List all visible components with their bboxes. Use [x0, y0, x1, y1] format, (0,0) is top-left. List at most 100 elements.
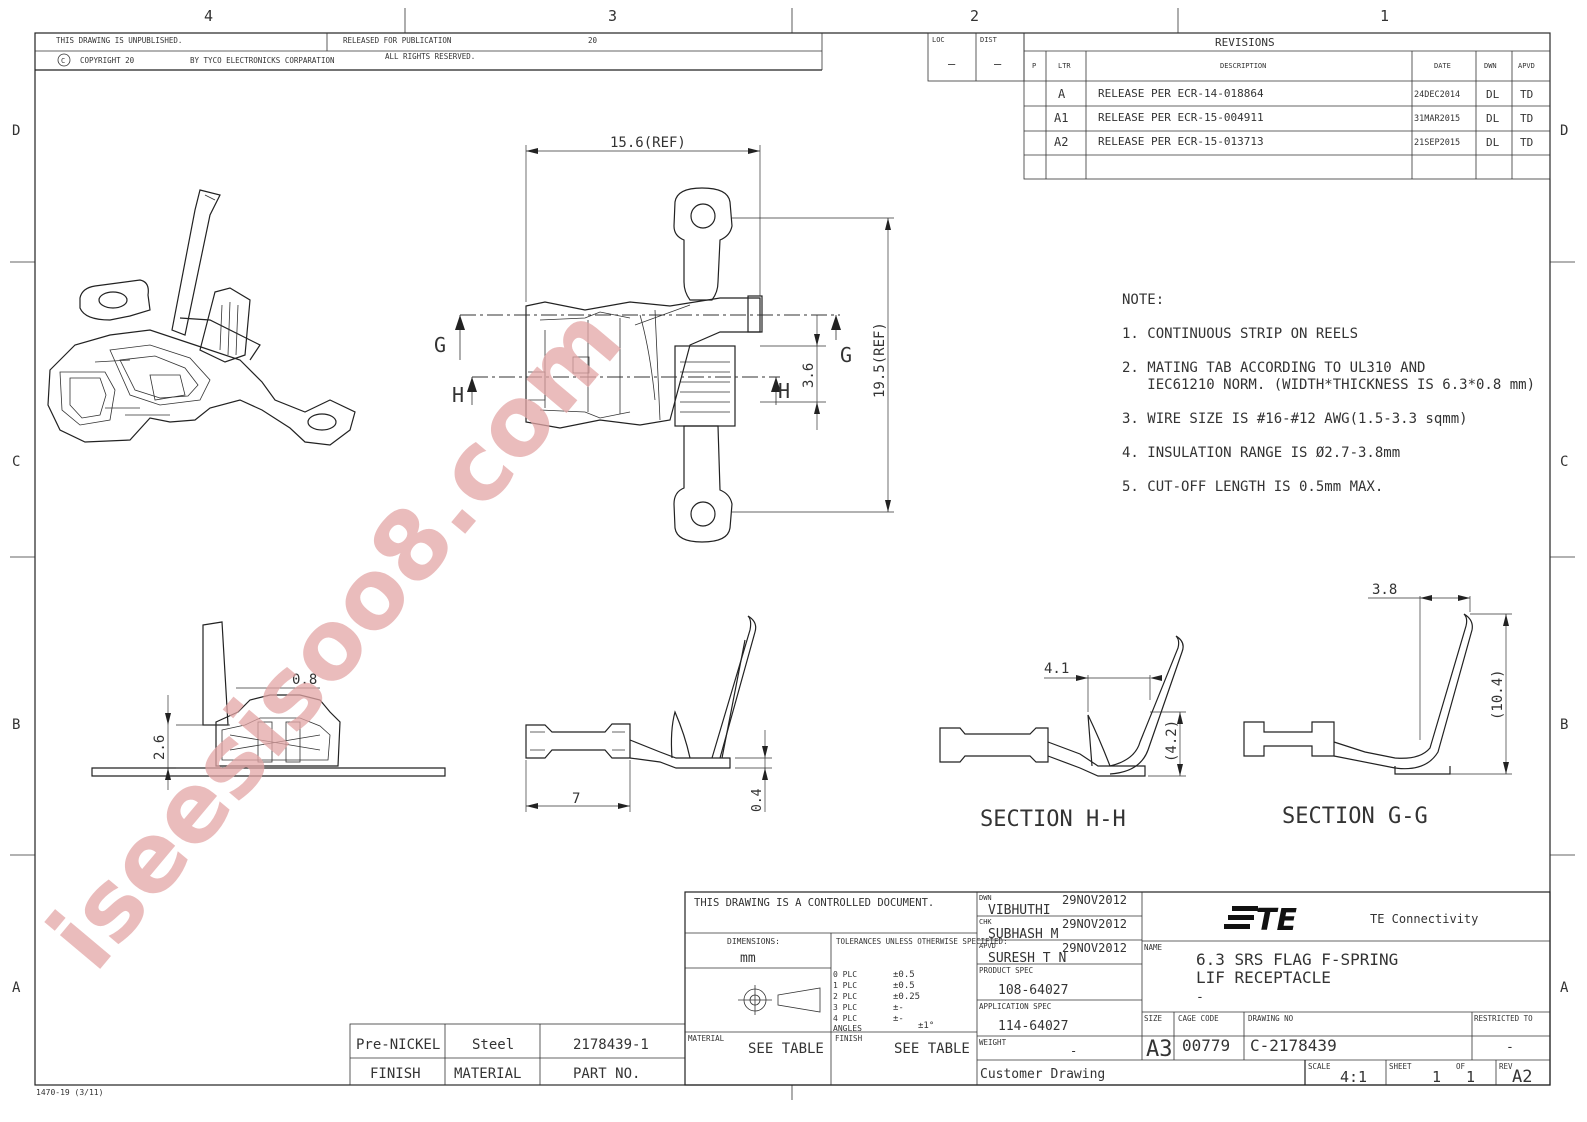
dimension-width-ref: 15.6(REF)	[525, 135, 761, 302]
rev-label: REV	[1499, 1062, 1513, 1071]
weight-value: -	[1070, 1044, 1077, 1058]
name-line2: LIF RECEPTACLE	[1196, 968, 1331, 987]
of-value: 1	[1466, 1068, 1475, 1086]
app-spec-label: APPLICATION SPEC	[979, 1002, 1051, 1011]
chk-name: SUBHASH M	[988, 927, 1059, 942]
tol-plc: 3 PLC	[833, 1003, 857, 1012]
note-item: IEC61210 NORM. (WIDTH*THICKNESS IS 6.3*0…	[1122, 377, 1535, 393]
angles-value: ±1°	[918, 1021, 934, 1031]
dwn-name: VIBHUTHI	[988, 903, 1051, 918]
tolerances-title: TOLERANCES UNLESS OTHERWISE SPECIFIED:	[836, 937, 1008, 946]
section-g-g-view: 3.8 (10.4) SECTION G-G	[1243, 582, 1512, 829]
note-item: 3. WIRE SIZE IS #16-#12 AWG(1.5-3.3 sqmm…	[1122, 411, 1468, 427]
rights-text: ALL RIGHTS RESERVED.	[385, 52, 475, 61]
cage-value: 00779	[1182, 1036, 1230, 1055]
part-number-label: PART NO.	[573, 1066, 640, 1082]
angles-label: ANGLES	[833, 1024, 862, 1033]
rev-row-ltr: A1	[1054, 111, 1068, 125]
name-label: NAME	[1144, 943, 1163, 952]
name-line3: -	[1196, 990, 1204, 1005]
material-label: MATERIAL	[454, 1066, 521, 1082]
restricted-value: -	[1506, 1040, 1514, 1055]
projection-symbol-icon	[738, 985, 821, 1015]
dimension-height-ref: 19.5(REF)	[732, 217, 894, 513]
loc-dist-box: LOC DIST – –	[927, 32, 1025, 82]
dwn-label: DWN	[979, 894, 992, 902]
te-logo-text: TE	[1256, 903, 1297, 938]
isometric-view	[47, 189, 356, 446]
zone-right-a: A	[1560, 980, 1569, 996]
material-label: MATERIAL	[688, 1034, 725, 1043]
sheet-border: 4 3 2 1 D C B A D C B A	[10, 7, 1575, 1100]
section-plane-g: G G	[434, 314, 852, 367]
dim-2-6: 2.6	[152, 735, 168, 760]
zone-top-2: 2	[970, 7, 979, 25]
loc-label: LOC	[932, 36, 945, 44]
tol-val: ±0.25	[893, 992, 920, 1002]
released-text: RELEASED FOR PUBLICATION	[343, 36, 451, 45]
dimension-3-6: 3.6	[760, 315, 826, 430]
rev-row-desc: RELEASE PER ECR-15-004911	[1098, 111, 1264, 124]
company-name: TE Connectivity	[1370, 912, 1478, 926]
tol-val: ±0.5	[893, 970, 915, 980]
apvd-name: SURESH T N	[988, 951, 1066, 966]
te-logo: TE	[1224, 903, 1297, 938]
header-strip: THIS DRAWING IS UNPUBLISHED. RELEASED FO…	[35, 33, 823, 71]
dim-4-2: (4.2)	[1164, 720, 1180, 762]
cage-label: CAGE CODE	[1178, 1014, 1219, 1023]
drawing-no-label: DRAWING NO	[1248, 1014, 1294, 1023]
tol-val: ±0.5	[893, 981, 915, 991]
rev-row-apvd: TD	[1520, 88, 1533, 101]
finish-value: Pre-NICKEL	[356, 1037, 440, 1053]
rev-col-apvd: APVD	[1518, 62, 1535, 70]
revisions-title: REVISIONS	[1215, 36, 1275, 49]
sheet-label: SHEET	[1389, 1062, 1412, 1071]
material-value: SEE TABLE	[748, 1041, 824, 1057]
section-h-h-title: SECTION H-H	[980, 807, 1126, 832]
notes-title: NOTE:	[1122, 292, 1164, 308]
zone-top-1: 1	[1380, 7, 1389, 25]
customer-drawing: Customer Drawing	[980, 1067, 1105, 1082]
dist-label: DIST	[980, 36, 998, 44]
chk-date: 29NOV2012	[1062, 917, 1127, 931]
weight-label: WEIGHT	[979, 1038, 1007, 1047]
zone-left-a: A	[12, 980, 21, 996]
dwn-date: 29NOV2012	[1062, 893, 1127, 907]
watermark: iseesisoo8.com	[27, 285, 643, 989]
rev-row-dwn: DL	[1486, 88, 1500, 101]
dim-0-8: 0.8	[292, 672, 317, 688]
section-h-label-left: H	[452, 383, 464, 407]
tol-plc: 1 PLC	[833, 981, 857, 990]
note-item: 1. CONTINUOUS STRIP ON REELS	[1122, 326, 1358, 342]
dim-4-1: 4.1	[1044, 661, 1069, 677]
note-item: 4. INSULATION RANGE IS Ø2.7-3.8mm	[1122, 445, 1400, 461]
size-label: SIZE	[1144, 1014, 1163, 1023]
dim-width-ref: 15.6(REF)	[610, 135, 686, 151]
section-plane-h: H H	[452, 376, 790, 407]
dimensions-label: DIMENSIONS:	[727, 937, 780, 946]
unpublished-text: THIS DRAWING IS UNPUBLISHED.	[56, 36, 182, 45]
zone-top-4: 4	[204, 7, 213, 25]
rev-row-desc: RELEASE PER ECR-15-013713	[1098, 135, 1264, 148]
dim-3-8: 3.8	[1372, 582, 1397, 598]
tol-plc: 0 PLC	[833, 970, 857, 979]
note-item: 2. MATING TAB ACCORDING TO UL310 AND	[1122, 360, 1425, 376]
dim-0-4: 0.4	[750, 788, 765, 812]
released-year: 20	[588, 36, 598, 45]
rev-row-apvd: TD	[1520, 112, 1533, 125]
rev-col-ltr: LTR	[1058, 62, 1071, 70]
rev-row-dwn: DL	[1486, 136, 1500, 149]
rev-value: A2	[1512, 1067, 1532, 1087]
section-h-h-view: 4.1 (4.2) SECTION H-H	[939, 635, 1186, 832]
size-value: A3	[1146, 1037, 1173, 1062]
rev-col-description: DESCRIPTION	[1220, 62, 1266, 70]
tol-val: ±-	[893, 1003, 904, 1013]
dim-7: 7	[572, 791, 580, 807]
copyright-symbol: C	[61, 57, 65, 65]
dim-height-ref: 19.5(REF)	[872, 322, 888, 398]
scale-label: SCALE	[1308, 1062, 1331, 1071]
zone-right-d: D	[1560, 123, 1568, 139]
notes-block: NOTE: 1. CONTINUOUS STRIP ON REELS 2. MA…	[1122, 292, 1535, 495]
loc-value: –	[948, 57, 956, 71]
material-value: Steel	[472, 1037, 514, 1053]
